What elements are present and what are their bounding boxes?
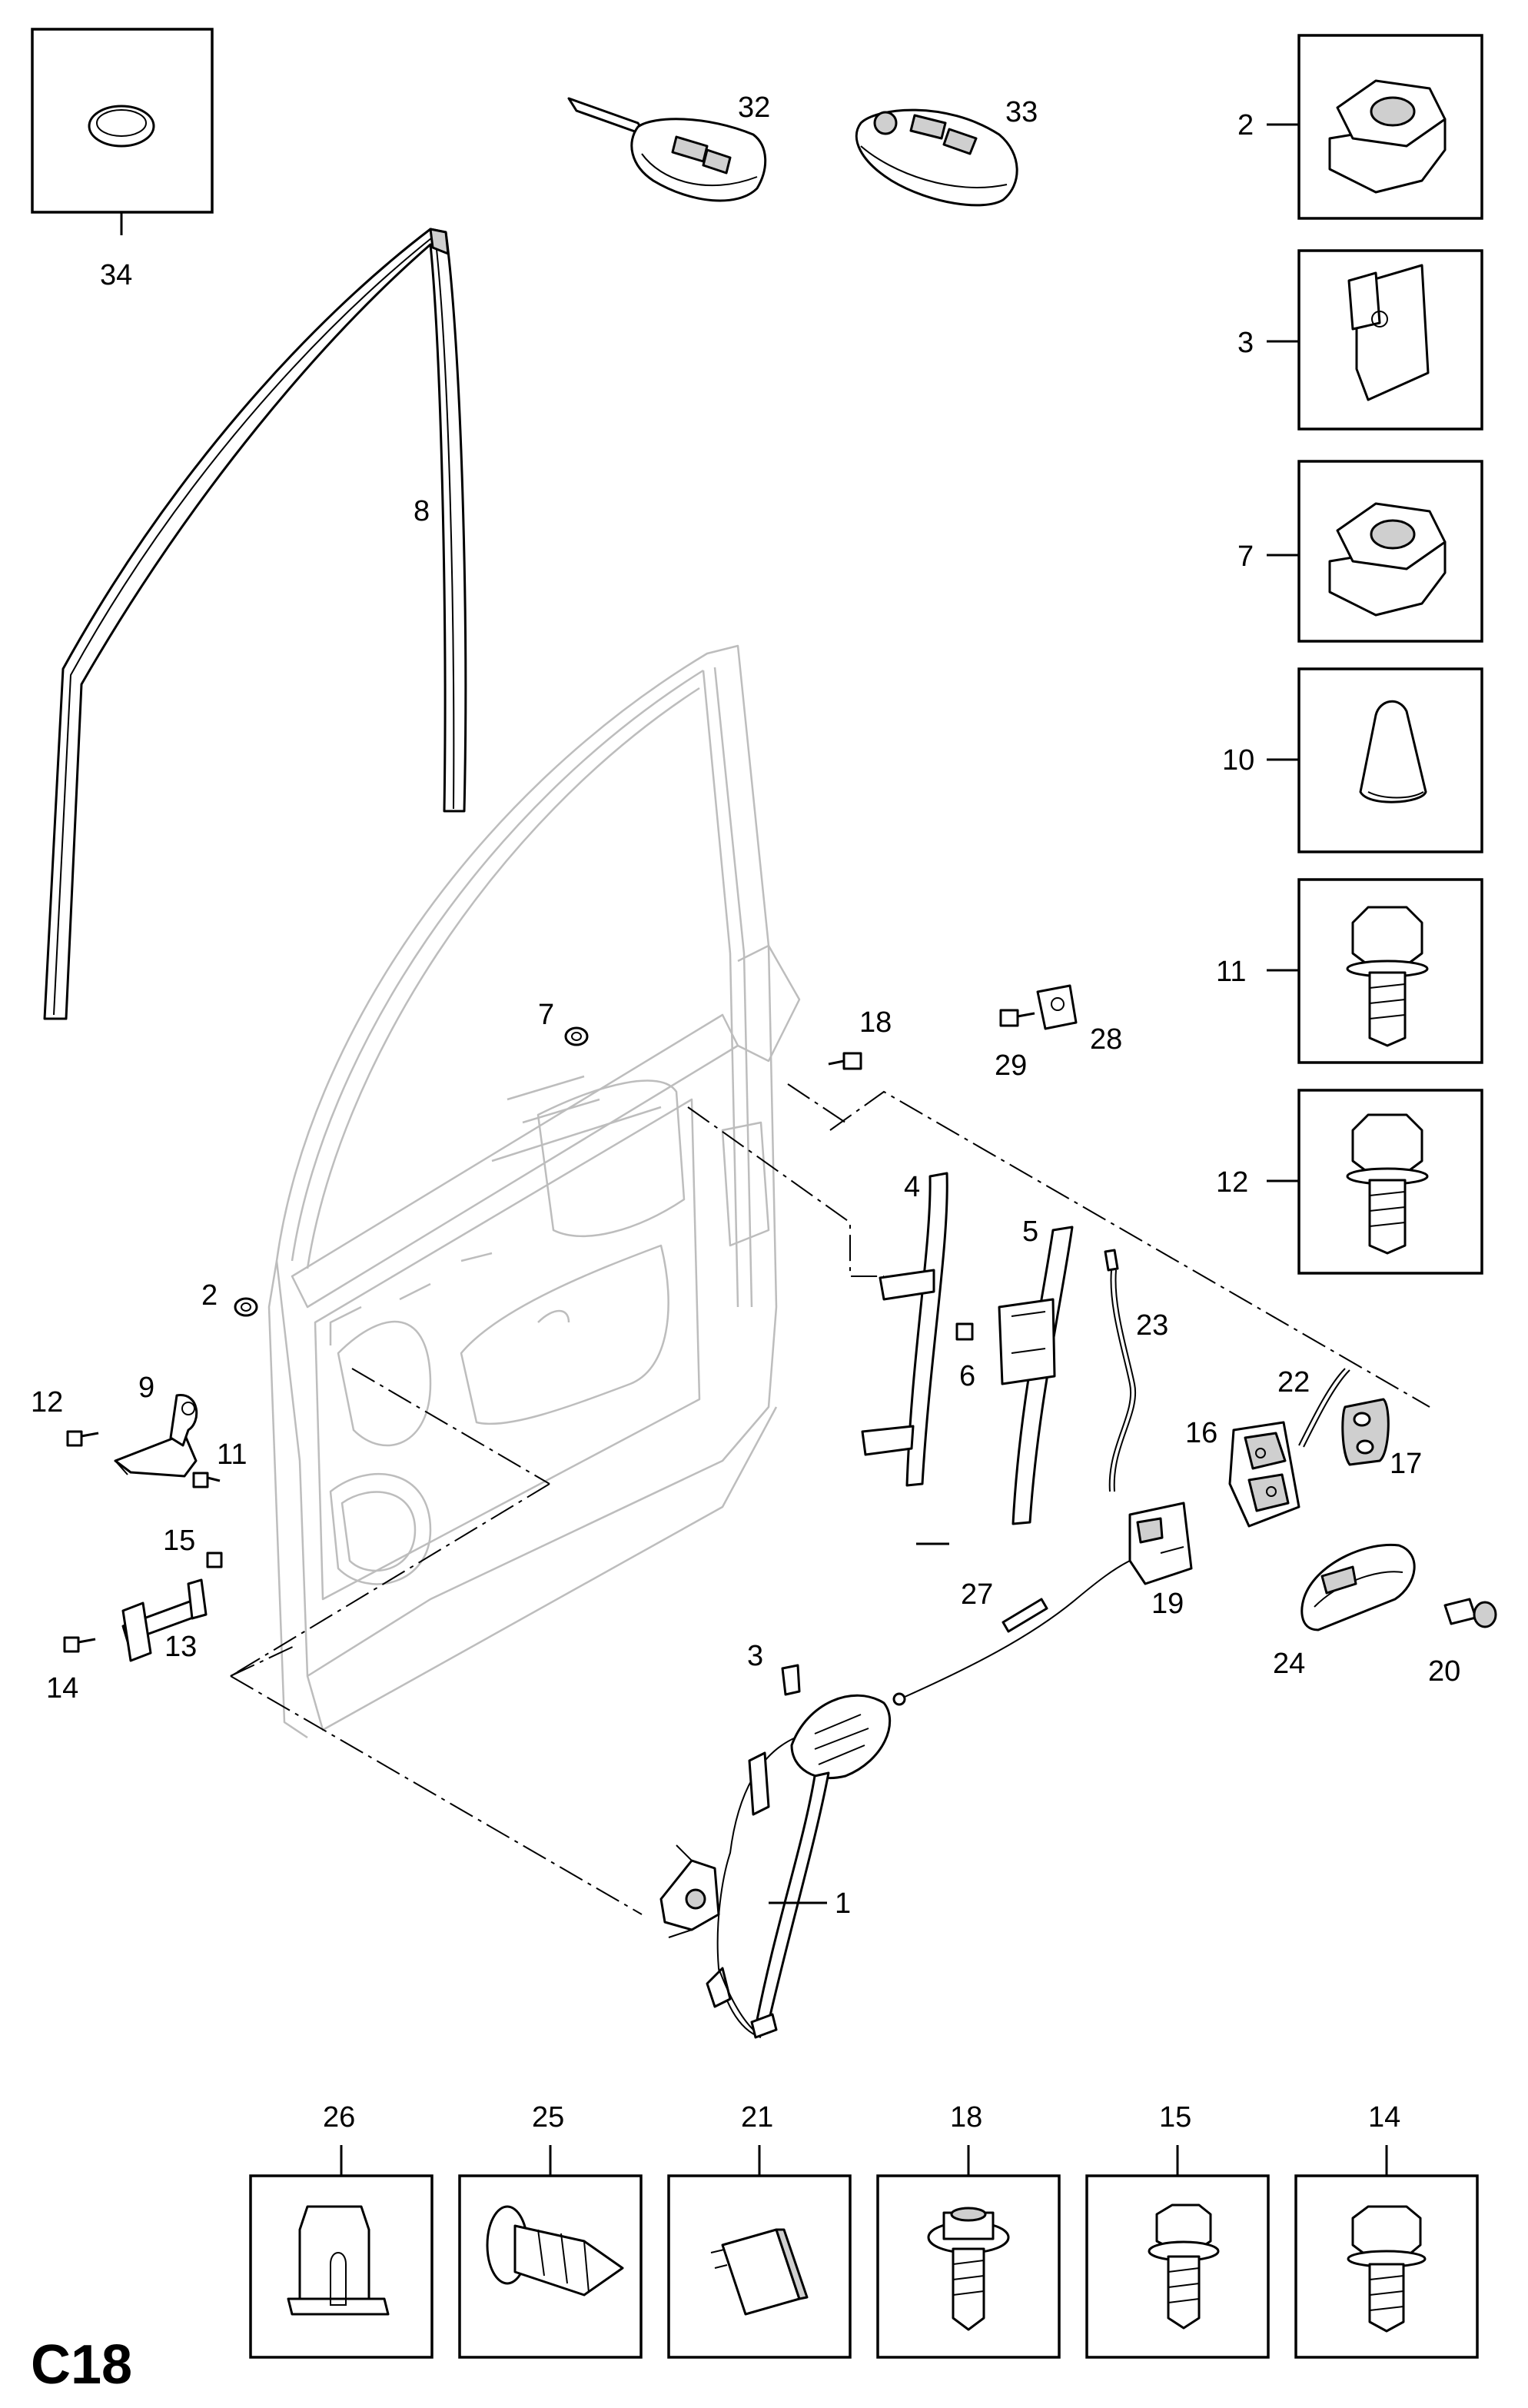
bolt-29 [999,1009,1035,1027]
callout-3: 3 [747,1640,763,1672]
callout-19: 19 [1151,1588,1184,1620]
bottom-box-14: 14 [1294,2101,1479,2359]
leader-lines [769,1542,949,1904]
callout-20: 20 [1428,1655,1460,1688]
box-label-34: 34 [100,259,132,291]
callout-1: 1 [835,1887,851,1920]
callout-8: 8 [414,495,430,527]
lock-rod-23 [1104,1249,1137,1492]
cable-27 [892,1560,1131,1706]
callout-labels: 1 2 3 4 5 6 7 8 9 11 12 13 14 15 16 17 1… [31,91,1460,1920]
right-box-nut-7: 7 [1237,460,1483,643]
bolt-12-hinge [66,1430,99,1447]
right-box-nut-2: 2 [1237,34,1483,220]
callout-13: 13 [164,1631,197,1663]
callout-29: 29 [995,1049,1027,1082]
hinge-9 [114,1394,198,1478]
callout-15: 15 [163,1525,195,1557]
check-strap-13 [121,1578,208,1662]
callout-12: 12 [31,1386,63,1419]
callout-5: 5 [1022,1216,1038,1248]
box-label-15: 15 [1159,2101,1191,2134]
box-label-14: 14 [1368,2101,1400,2134]
bolt-18 [828,1052,862,1070]
bottom-box-25: 25 [458,2101,643,2359]
callout-28: 28 [1090,1023,1122,1056]
lock-mechanism-16 [1228,1421,1300,1528]
key-remote [567,97,767,202]
callout-7: 7 [538,999,554,1031]
callout-23: 23 [1136,1309,1168,1342]
page-code: C18 [31,2334,132,2396]
box-label-12: 12 [1216,1166,1248,1199]
bottom-box-15: 15 [1085,2101,1270,2359]
right-box-bolt-12: 12 [1216,1089,1483,1275]
callout-24: 24 [1273,1648,1305,1680]
assembly-lines [230,1083,1430,1915]
bottom-box-18: 18 [876,2101,1061,2359]
callout-6: 6 [959,1360,975,1392]
callout-33: 33 [1005,96,1038,128]
nut-7-on-door [564,1026,589,1046]
detail-box-34: 34 [31,28,214,291]
bolt-14-strap [63,1636,96,1653]
box-label-25: 25 [532,2101,564,2134]
box-label-2: 2 [1237,109,1254,141]
box-label-18: 18 [950,2101,982,2134]
callout-22: 22 [1277,1366,1310,1399]
bolt-11-hinge [192,1472,221,1488]
right-box-clip-3: 3 [1237,249,1483,431]
nut-2-on-door [234,1297,258,1317]
box-label-10: 10 [1222,744,1254,777]
callout-4: 4 [904,1171,920,1203]
callout-32: 32 [738,91,770,124]
bottom-box-26: 26 [249,2101,433,2359]
clip-3 [781,1664,801,1696]
window-guide-rail-4 [861,1172,948,1487]
box-label-21: 21 [741,2101,773,2134]
callout-27: 27 [961,1578,993,1611]
box-label-11: 11 [1216,956,1246,988]
callout-9: 9 [138,1372,154,1404]
flip-key-remote [855,108,1018,207]
box-label-3: 3 [1237,327,1254,359]
callout-17: 17 [1390,1448,1422,1480]
window-seal-strip [43,228,467,1020]
bottom-box-21: 21 [667,2101,852,2359]
lock-cylinder-20 [1443,1598,1497,1628]
bolt-15-strap [206,1552,223,1568]
callout-11: 11 [217,1438,247,1471]
box-label-26: 26 [323,2101,355,2134]
callout-18: 18 [859,1006,892,1039]
callout-2: 2 [201,1279,218,1312]
bolt-6 [955,1322,974,1341]
striker-28 [1036,984,1078,1030]
link-rod-22 [1298,1368,1350,1448]
window-regulator-1 [659,1694,892,2039]
right-box-bolt-11: 11 [1216,878,1483,1064]
callout-16: 16 [1185,1417,1217,1449]
callout-14: 14 [46,1672,78,1705]
door-handle-24 [1300,1543,1416,1631]
right-box-cap-10: 10 [1222,667,1483,853]
window-guide-rail-5 [998,1226,1074,1525]
gasket-17 [1341,1398,1390,1466]
door-shell [267,644,801,1739]
box-label-7: 7 [1237,540,1254,573]
actuator-19 [1128,1502,1193,1585]
